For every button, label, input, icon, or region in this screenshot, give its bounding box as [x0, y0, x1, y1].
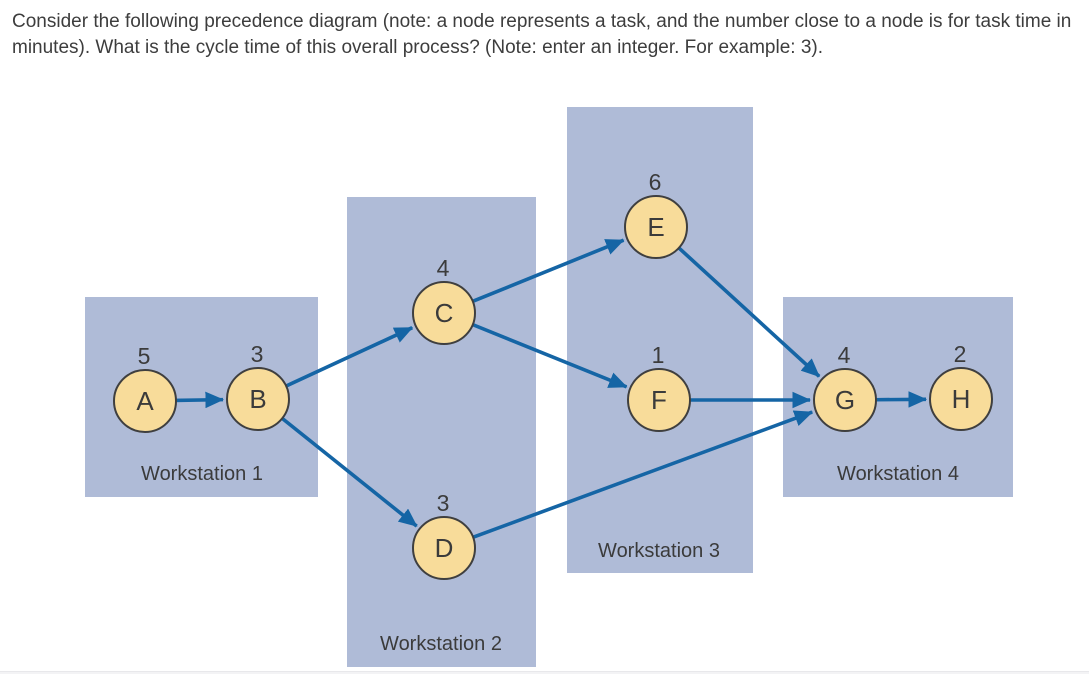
task-letter: H: [952, 384, 971, 414]
edge-arrow-E-G: [676, 245, 821, 378]
workstation-label: Workstation 4: [837, 463, 959, 485]
task-time: 3: [251, 341, 264, 367]
task-node-B: B3: [226, 341, 290, 431]
task-letter: B: [249, 384, 266, 414]
workstation-3: Workstation 3: [567, 107, 753, 573]
edge-arrow-B-D: [279, 415, 418, 528]
task-time: 4: [838, 342, 851, 368]
bottom-divider: [0, 671, 1089, 674]
task-circle: [113, 369, 177, 433]
edge-arrow-B-C: [283, 326, 414, 389]
task-letter: F: [651, 385, 667, 415]
task-circle: [226, 367, 290, 431]
edge-arrow-C-F: [470, 322, 628, 389]
task-time: 6: [649, 169, 662, 195]
task-time: 4: [437, 255, 450, 281]
task-node-G: G4: [813, 342, 877, 432]
task-letter: C: [435, 298, 454, 328]
task-letter: G: [835, 385, 855, 415]
edge-arrow-C-E: [470, 238, 625, 304]
edge-arrow-D-G: [470, 410, 814, 540]
task-node-F: F1: [627, 342, 691, 432]
task-time: 2: [954, 341, 967, 367]
task-time: 3: [437, 490, 450, 516]
workstation-2: Workstation 2: [347, 197, 536, 667]
task-letter: E: [647, 212, 664, 242]
task-node-A: A5: [113, 343, 177, 433]
workstation-box: [347, 197, 536, 667]
edge-arrow-A-B: [173, 391, 225, 409]
task-node-E: E6: [624, 169, 688, 259]
workstation-label: Workstation 1: [141, 463, 263, 485]
question-text: Consider the following precedence diagra…: [12, 11, 1072, 58]
task-circle: [624, 195, 688, 259]
workstation-label: Workstation 2: [380, 633, 502, 655]
task-node-C: C4: [412, 255, 476, 345]
task-node-H: H2: [929, 341, 993, 431]
task-circle: [929, 367, 993, 431]
task-circle: [412, 281, 476, 345]
workstation-box: [567, 107, 753, 573]
task-letter: D: [435, 533, 454, 563]
task-node-D: D3: [412, 490, 476, 580]
task-circle: [627, 368, 691, 432]
task-circle: [813, 368, 877, 432]
task-circle: [412, 516, 476, 580]
task-letter: A: [136, 386, 154, 416]
task-time: 5: [138, 343, 151, 369]
workstation-label: Workstation 3: [598, 540, 720, 562]
task-time: 1: [652, 342, 665, 368]
